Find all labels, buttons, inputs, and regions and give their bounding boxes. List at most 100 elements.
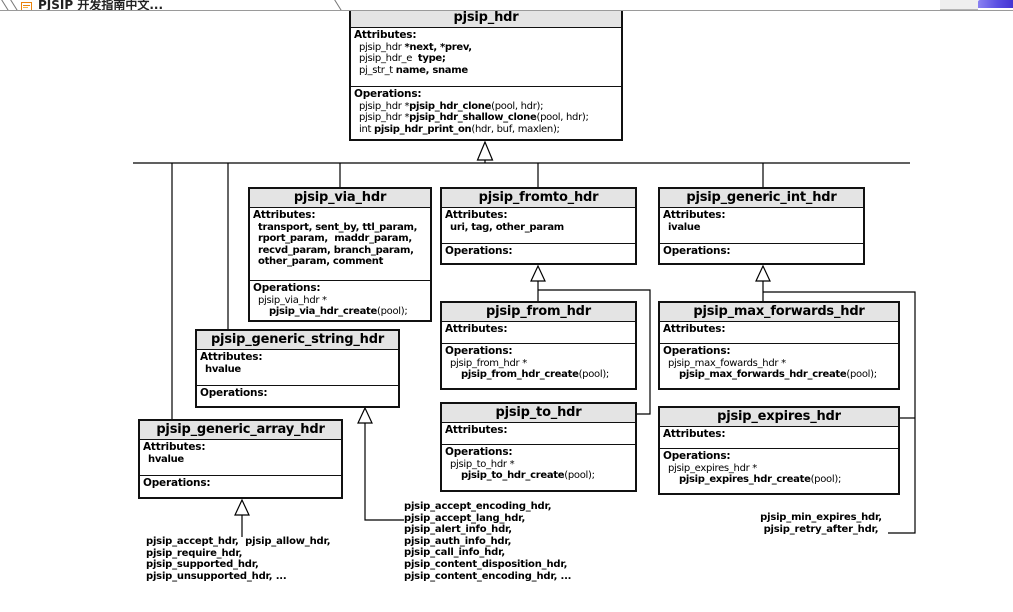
code-text: pjsip_via_hdr * [258, 294, 327, 306]
attrs-label: Attributes: [445, 323, 508, 335]
attrs-label: Attributes: [445, 424, 508, 436]
code-line: hvalue [143, 454, 338, 466]
ops-label: Operations: [253, 282, 321, 294]
code-line: pjsip_via_hdr_create(pool); [253, 306, 427, 318]
code-text: (pool); [578, 369, 610, 380]
code-bold: hvalue [148, 453, 184, 465]
attrs-label: Attributes: [200, 351, 263, 363]
pjsip_to_hdr-attrs-compartment: Attributes: [442, 422, 635, 444]
code-bold: pjsip_expires_hdr_create [679, 474, 811, 485]
attrs-label: Attributes: [354, 29, 417, 41]
code-line: pjsip_hdr *next, *prev, [354, 42, 618, 54]
code-line: pjsip_max_forwards_hdr_create(pool); [663, 369, 895, 381]
ops-label: Operations: [663, 245, 731, 257]
pjsip_generic_string_hdr-attrs-compartment: Attributes:hvalue [197, 349, 398, 385]
pjsip_generic_int_hdr-attrs-compartment: Attributes:ivalue [660, 207, 863, 243]
tab-edge-left-outer [0, 0, 11, 10]
code-text: pjsip_hdr [359, 41, 405, 53]
code-line: hvalue [200, 364, 395, 376]
code-bold: name, sname [395, 64, 468, 76]
code-bold: hvalue [205, 363, 241, 375]
code-text: (hdr, buf, maxlen); [471, 123, 560, 135]
code-bold: pjsip_to_hdr_create [461, 470, 565, 481]
code-text: pjsip_max_fowards_hdr * [668, 357, 786, 369]
pjsip_generic_array_hdr-attrs-compartment: Attributes:hvalue [140, 439, 341, 475]
pjsip_from_hdr-ops-compartment: Operations:pjsip_from_hdr *pjsip_from_hd… [442, 343, 635, 388]
code-bold: pjsip_max_forwards_hdr_create [679, 369, 847, 380]
tab-edge-right [333, 0, 344, 10]
code-bold: recvd_param, branch_param, [258, 244, 414, 256]
code-line: pjsip_hdr_e type; [354, 53, 618, 65]
pjsip_via_hdr-ops-compartment: Operations:pjsip_via_hdr *pjsip_via_hdr_… [250, 280, 430, 320]
code-text: pjsip_hdr_e [359, 53, 418, 64]
code-text: pj_str_t [359, 64, 396, 76]
pjsip_fromto_hdr-attrs-compartment: Attributes:uri, tag, other_param [442, 207, 635, 243]
code-line: uri, tag, other_param [445, 222, 632, 234]
code-line: recvd_param, branch_param, [253, 245, 427, 257]
attrs-label: Attributes: [663, 209, 726, 221]
code-line: pj_str_t name, sname [354, 65, 618, 77]
class-title: pjsip_generic_string_hdr [197, 331, 398, 349]
label-line: pjsip_accept_lang_hdr, [404, 512, 526, 524]
ops-label: Operations: [445, 446, 513, 458]
label-line: pjsip_retry_after_hdr, [763, 523, 879, 535]
code-line: pjsip_from_hdr_create(pool); [445, 369, 632, 381]
code-line: pjsip_via_hdr * [253, 295, 427, 307]
code-text: pjsip_to_hdr * [450, 458, 515, 470]
int-subclass-list: pjsip_min_expires_hdr,pjsip_retry_after_… [752, 512, 890, 535]
pjsip_expires_hdr-attrs-compartment: Attributes: [660, 426, 898, 448]
code-text: (pool); [810, 474, 842, 485]
code-line: ivalue [663, 222, 860, 234]
pjsip_generic_array_hdr-ops-compartment: Operations: [140, 475, 341, 497]
ops-label: Operations: [445, 345, 513, 357]
pjsip_to_hdr-ops-compartment: Operations:pjsip_to_hdr *pjsip_to_hdr_cr… [442, 444, 635, 490]
blue-button[interactable] [978, 0, 1013, 8]
label-line: pjsip_alert_info_hdr, [404, 524, 512, 536]
code-text: pjsip_from_hdr * [450, 357, 527, 369]
ops-label: Operations: [354, 88, 422, 100]
toolbar-strip [940, 0, 978, 10]
code-bold: uri, tag, other_param [450, 221, 564, 233]
tab-label[interactable]: PJSIP 开发指南中文... [38, 0, 164, 11]
code-line: pjsip_from_hdr * [445, 358, 632, 370]
code-line: pjsip_expires_hdr_create(pool); [663, 474, 895, 486]
code-text: (pool, hdr); [536, 112, 589, 123]
code-bold: pjsip_hdr_clone [409, 100, 492, 112]
label-line: pjsip_require_hdr, [146, 547, 243, 559]
label-line: pjsip_unsupported_hdr, ... [146, 570, 287, 582]
pjsip_max_forwards_hdr-attrs-compartment: Attributes: [660, 321, 898, 343]
code-text: (pool); [846, 369, 877, 380]
label-line: pjsip_supported_hdr, [146, 559, 259, 571]
array-subclass-list: pjsip_accept_hdr, pjsip_allow_hdr,pjsip_… [146, 536, 331, 582]
code-line: pjsip_expires_hdr * [663, 463, 895, 475]
ops-label: Operations: [445, 245, 513, 257]
code-text: (pool, hdr); [491, 100, 544, 112]
string-subclass-list: pjsip_accept_encoding_hdr,pjsip_accept_l… [404, 501, 571, 582]
code-line: pjsip_max_fowards_hdr * [663, 358, 895, 370]
code-line: transport, sent_by, ttl_param, [253, 222, 427, 234]
attrs-label: Attributes: [663, 428, 726, 440]
label-line: pjsip_accept_encoding_hdr, [404, 501, 552, 512]
class-title: pjsip_from_hdr [442, 303, 635, 321]
code-line: pjsip_hdr *pjsip_hdr_clone(pool, hdr); [354, 101, 618, 113]
ops-label: Operations: [663, 345, 731, 357]
ops-label: Operations: [663, 450, 731, 462]
ops-label: Operations: [200, 387, 268, 399]
code-bold: transport, sent_by, ttl_param, [258, 221, 418, 233]
code-bold: type; [417, 53, 446, 64]
label-line: pjsip_min_expires_hdr, [760, 512, 882, 523]
label-line: pjsip_content_encoding_hdr, ... [404, 570, 572, 582]
pjsip_hdr-ops-compartment: Operations:pjsip_hdr *pjsip_hdr_clone(po… [351, 86, 621, 139]
code-bold: pjsip_hdr_print_on [374, 123, 472, 135]
code-bold: rport_param, maddr_param, [258, 233, 412, 244]
attrs-label: Attributes: [143, 441, 206, 453]
tab-edge-left [9, 0, 20, 10]
label-line: pjsip_accept_hdr, pjsip_allow_hdr, [146, 536, 331, 547]
